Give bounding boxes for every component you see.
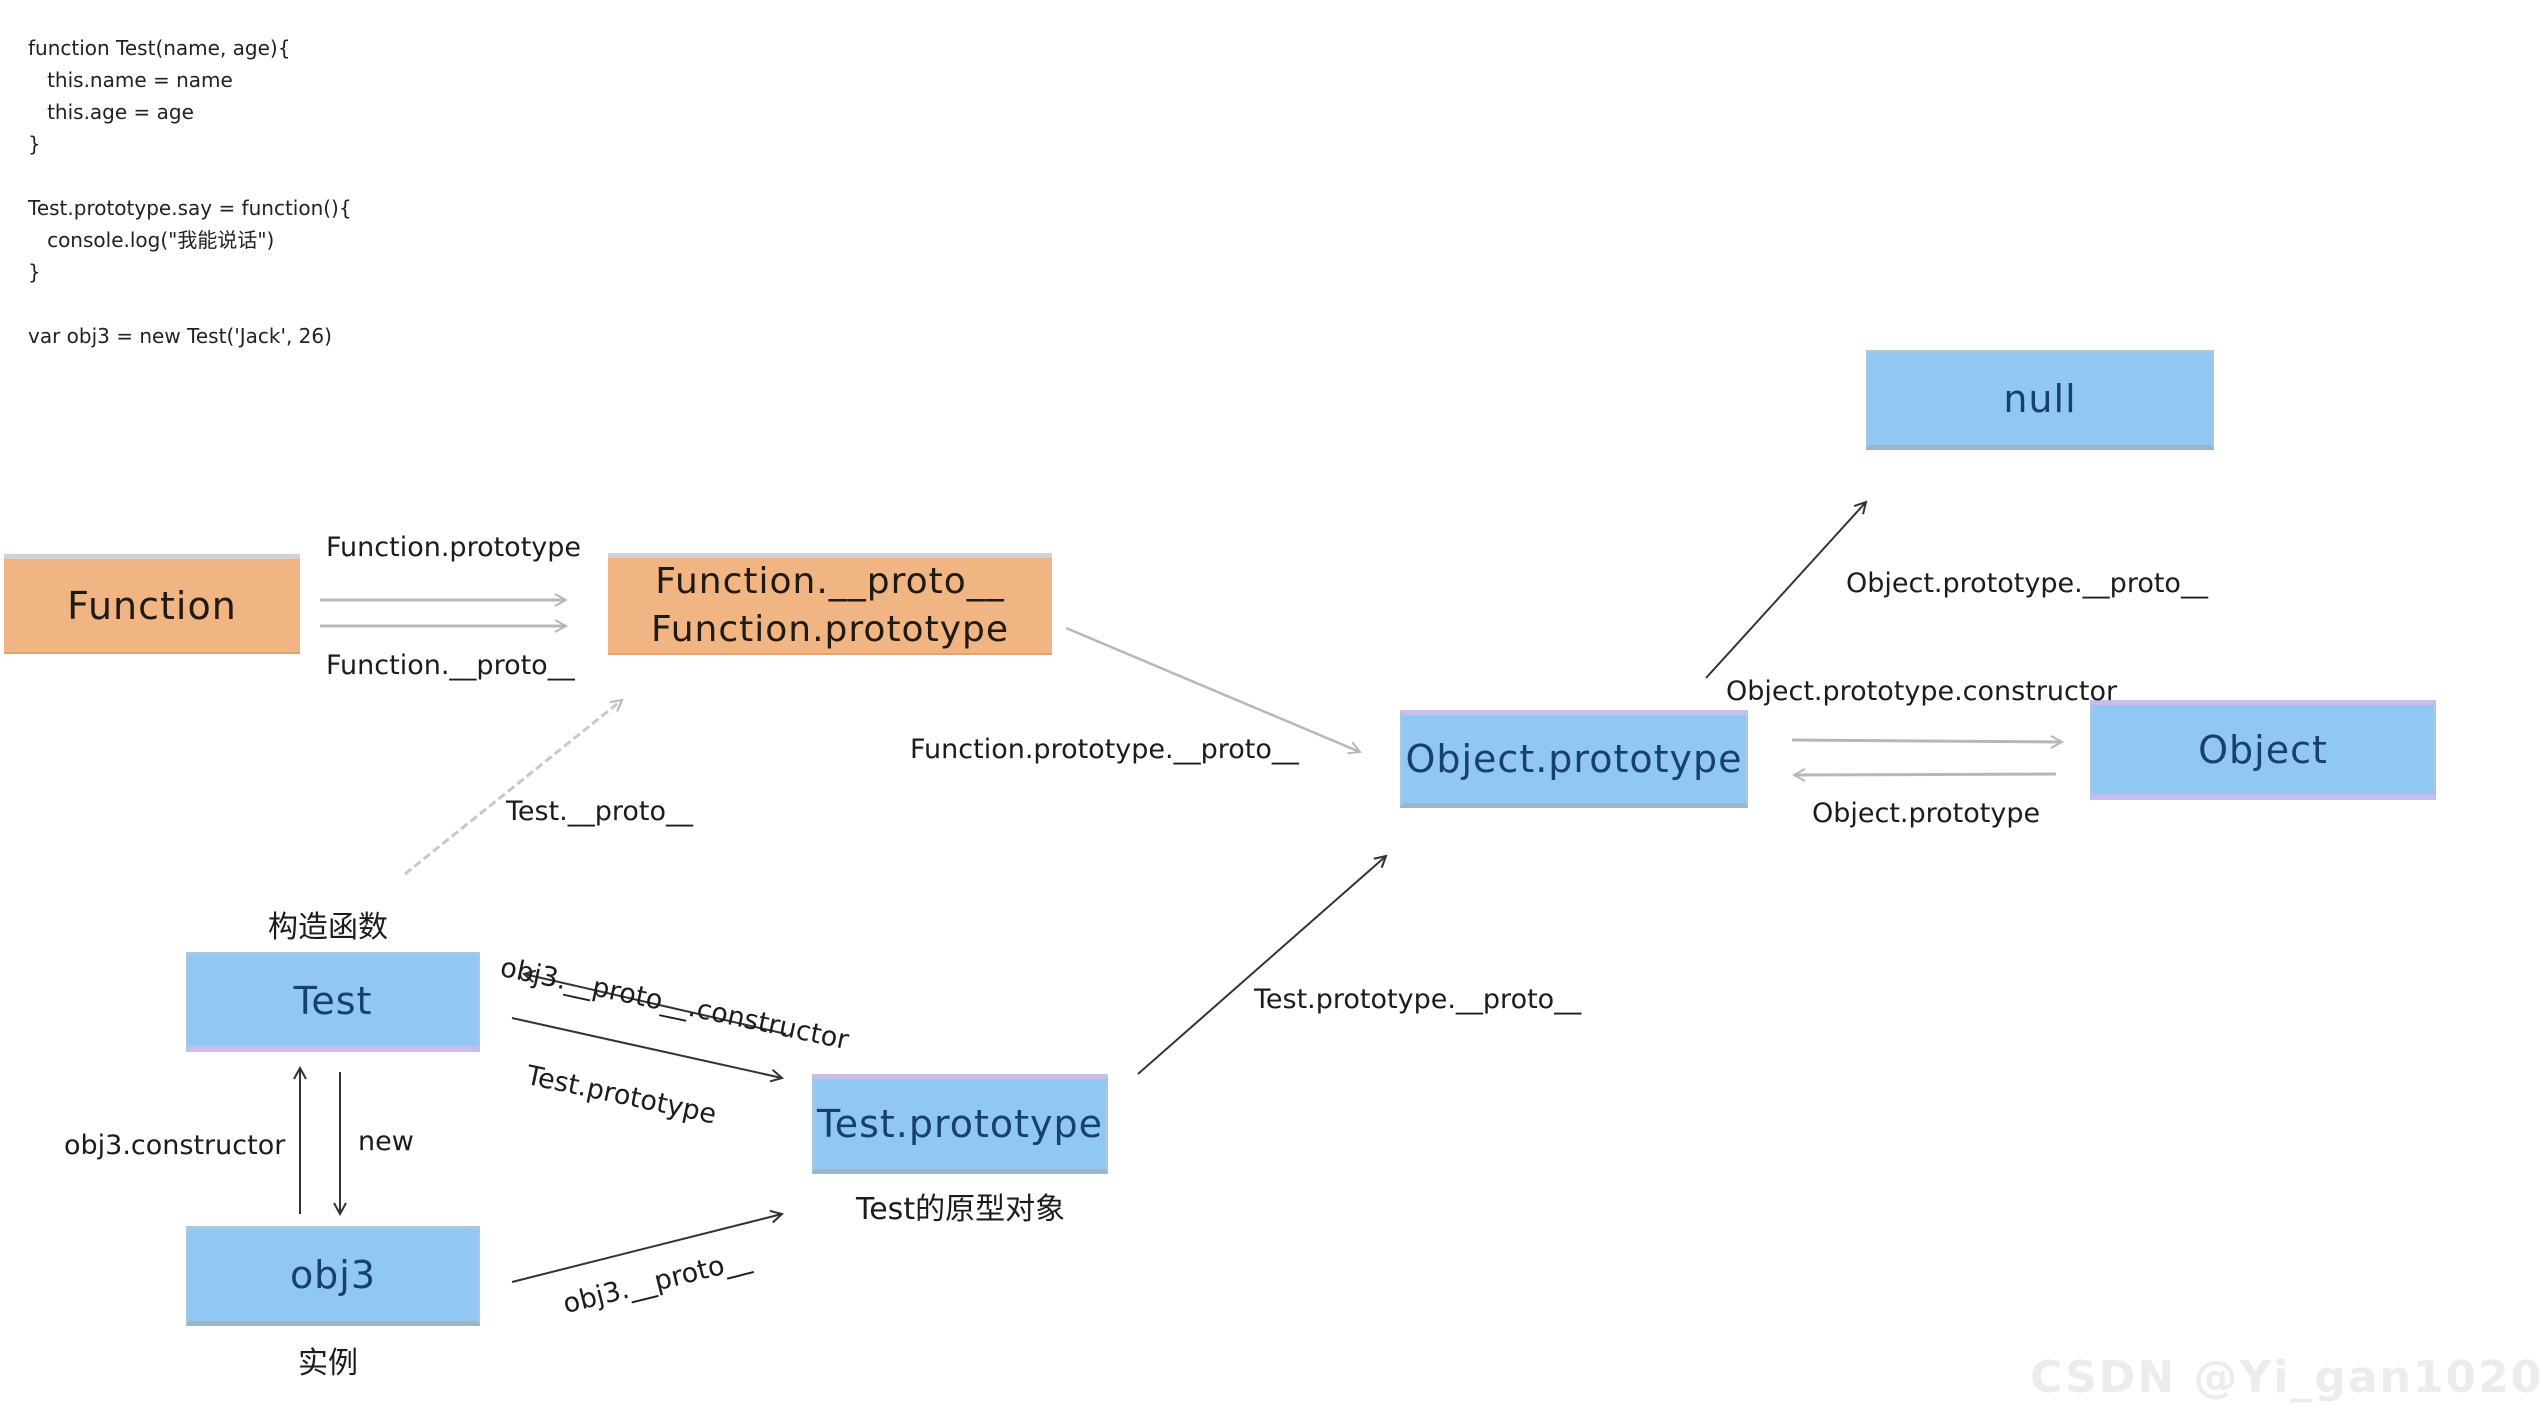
- arrow-test-prototype: [511, 1017, 782, 1078]
- code-line: }: [28, 260, 41, 284]
- arrow-object-prototype-constructor: [1791, 740, 2062, 742]
- object-node: Object: [2090, 700, 2436, 800]
- arrows-layer: [0, 0, 2480, 1283]
- function-proto-node-line1: Function.__proto__: [655, 560, 1005, 602]
- code-line: function Test(name, age){: [28, 36, 291, 60]
- null-node-label: null: [2003, 377, 2077, 421]
- label-obj3-constructor: obj3.constructor: [64, 1130, 286, 1161]
- code-line: console.log("我能说话"): [28, 228, 275, 252]
- arrow-test-prototype-proto: [1137, 856, 1386, 1075]
- null-node: null: [1866, 350, 2214, 450]
- test-node: Test: [186, 952, 480, 1052]
- function-proto-node-line2: Function.prototype: [650, 608, 1009, 650]
- arrow-object-prototype: [1794, 774, 2057, 775]
- arrow-obj3-proto-constructor: [524, 974, 787, 1035]
- label-object-prototype-proto: Object.prototype.__proto__: [1846, 568, 2208, 599]
- label-function-prototype-proto: Function.prototype.__proto__: [910, 734, 1299, 765]
- arrow-object-prototype-proto: [1705, 502, 1866, 679]
- label-test-prototype-proto: Test.prototype.__proto__: [1254, 984, 1582, 1015]
- caption-prototype-object: Test的原型对象: [856, 1192, 1066, 1227]
- label-function-proto: Function.__proto__: [326, 650, 575, 681]
- label-test-proto: Test.__proto__: [506, 796, 694, 827]
- code-line: Test.prototype.say = function(){: [28, 196, 352, 220]
- code-line: }: [28, 132, 41, 156]
- label-object-prototype: Object.prototype: [1812, 798, 2041, 829]
- test-prototype-node-label: Test.prototype: [816, 1102, 1104, 1146]
- object-node-label: Object: [2198, 727, 2328, 772]
- code-line: this.name = name: [28, 68, 233, 92]
- code-snippet: function Test(name, age){ this.name = na…: [28, 32, 352, 352]
- object-prototype-node-label: Object.prototype: [1405, 737, 1743, 781]
- arrow-test-proto: [404, 700, 622, 876]
- caption-instance: 实例: [298, 1346, 358, 1381]
- function-proto-node: Function.__proto__ Function.prototype: [608, 553, 1052, 655]
- arrow-function-prototype-proto: [1065, 626, 1360, 752]
- code-line: this.age = age: [28, 100, 194, 124]
- label-new: new: [358, 1126, 414, 1157]
- code-line: var obj3 = new Test('Jack', 26): [28, 324, 332, 348]
- arrow-obj3-proto: [511, 1214, 782, 1283]
- obj3-node: obj3: [186, 1226, 480, 1326]
- caption-constructor: 构造函数: [268, 910, 388, 945]
- label-object-prototype-constructor: Object.prototype.constructor: [1726, 676, 2118, 707]
- function-node: Function: [4, 554, 300, 654]
- obj3-node-label: obj3: [289, 1253, 377, 1297]
- function-node-label: Function: [67, 583, 237, 628]
- label-function-prototype: Function.prototype: [326, 532, 582, 563]
- test-prototype-node: Test.prototype: [812, 1074, 1108, 1174]
- watermark: CSDN @Yi_gan1020: [2030, 1352, 2543, 1403]
- object-prototype-node: Object.prototype: [1400, 710, 1748, 808]
- test-node-label: Test: [293, 978, 373, 1023]
